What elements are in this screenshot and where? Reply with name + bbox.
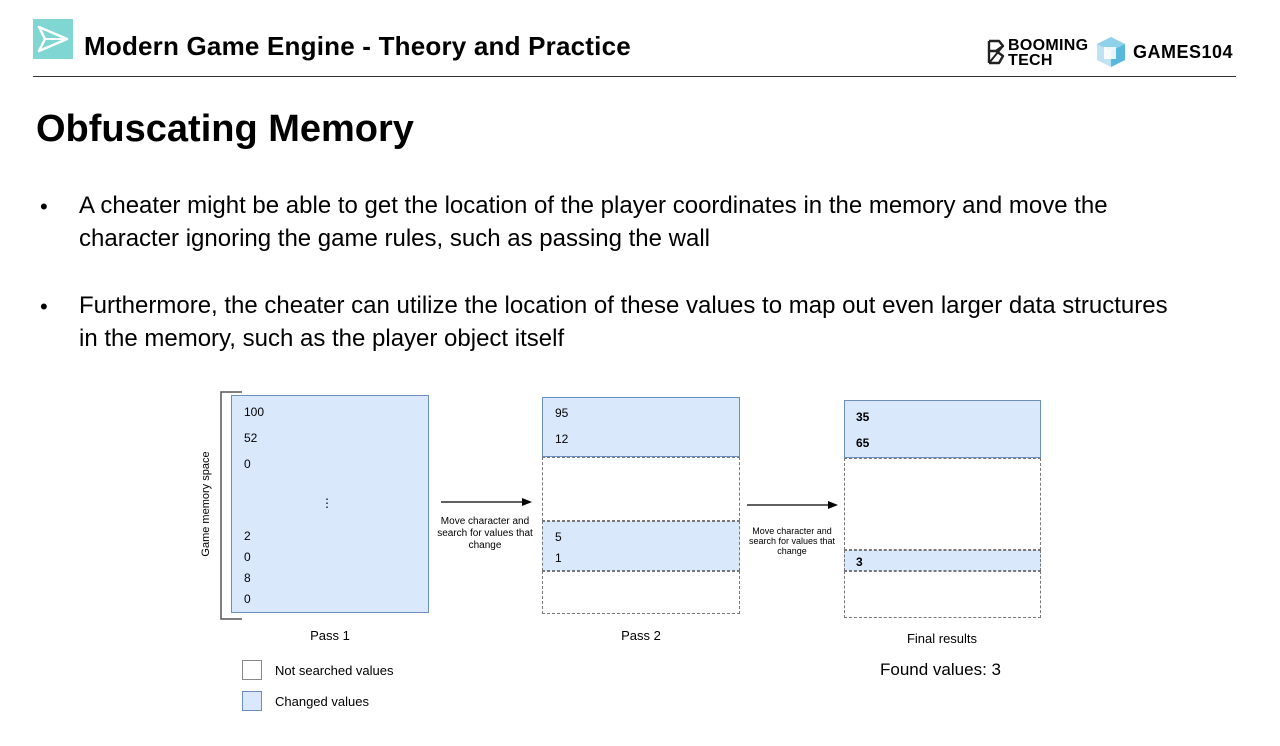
paper-plane-icon xyxy=(37,25,69,53)
pass1-ellipsis: ⋮ xyxy=(321,496,333,510)
legend-label-not-searched: Not searched values xyxy=(275,663,394,678)
legend-swatch-not-searched xyxy=(242,660,262,680)
pass1-value: 0 xyxy=(244,550,251,564)
pass1-value: 100 xyxy=(244,405,265,419)
legend-label-changed: Changed values xyxy=(275,694,369,709)
pass2-changed-block xyxy=(542,397,740,457)
games-cube-icon xyxy=(1097,37,1125,67)
final-value: 35 xyxy=(856,410,870,424)
bullet-marker: • xyxy=(40,294,48,319)
booming-tech-logo: BOOMING TECH xyxy=(1008,37,1089,69)
header-title: Modern Game Engine - Theory and Practice xyxy=(84,31,631,61)
booming-tech-mark-icon xyxy=(987,39,1005,65)
tech-line: TECH xyxy=(1008,52,1053,69)
pass2-changed-block xyxy=(542,521,740,571)
pass1-value: 52 xyxy=(244,431,258,445)
course-logo xyxy=(33,19,73,59)
bullet-text-2: Furthermore, the cheater can utilize the… xyxy=(79,292,1168,352)
final-not-searched-block xyxy=(844,571,1041,618)
arrow-right-icon xyxy=(747,501,838,509)
pass1-value: 0 xyxy=(244,592,251,606)
memory-bracket xyxy=(220,391,242,620)
arrow2-label: Move character and search for values tha… xyxy=(748,526,836,556)
final-caption: Final results xyxy=(906,631,978,646)
pass1-caption: Pass 1 xyxy=(310,628,350,643)
final-value: 3 xyxy=(856,555,863,569)
arrow1-label: Move character and search for values tha… xyxy=(437,516,533,551)
booming-line: BOOMING xyxy=(1008,37,1089,54)
final-changed-block xyxy=(844,550,1041,571)
final-changed-block xyxy=(844,400,1041,458)
games104-logo: GAMES104 xyxy=(1133,42,1234,62)
pass1-memory-block xyxy=(231,395,429,613)
pass2-caption: Pass 2 xyxy=(621,628,661,643)
slide-title: Obfuscating Memory xyxy=(36,108,414,150)
bullet-marker: • xyxy=(40,194,48,219)
pass1-value: 2 xyxy=(244,529,251,543)
pass1-value: 8 xyxy=(244,571,251,585)
final-value: 65 xyxy=(856,436,870,450)
final-not-searched-block xyxy=(844,458,1041,550)
memory-axis-label: Game memory space xyxy=(200,451,212,557)
pass2-value: 5 xyxy=(555,530,562,544)
arrow-right-icon xyxy=(441,498,532,506)
header-divider xyxy=(33,76,1236,77)
pass2-value: 95 xyxy=(555,406,569,420)
legend-swatch-changed xyxy=(242,691,262,711)
pass2-value: 12 xyxy=(555,432,569,446)
pass1-value: 0 xyxy=(244,457,251,471)
pass2-not-searched-block xyxy=(542,571,740,614)
pass2-value: 1 xyxy=(555,551,562,565)
pass2-not-searched-block xyxy=(542,457,740,521)
bullet-text-1: A cheater might be able to get the locat… xyxy=(79,192,1108,252)
found-values-text: Found values: 3 xyxy=(880,660,1001,679)
